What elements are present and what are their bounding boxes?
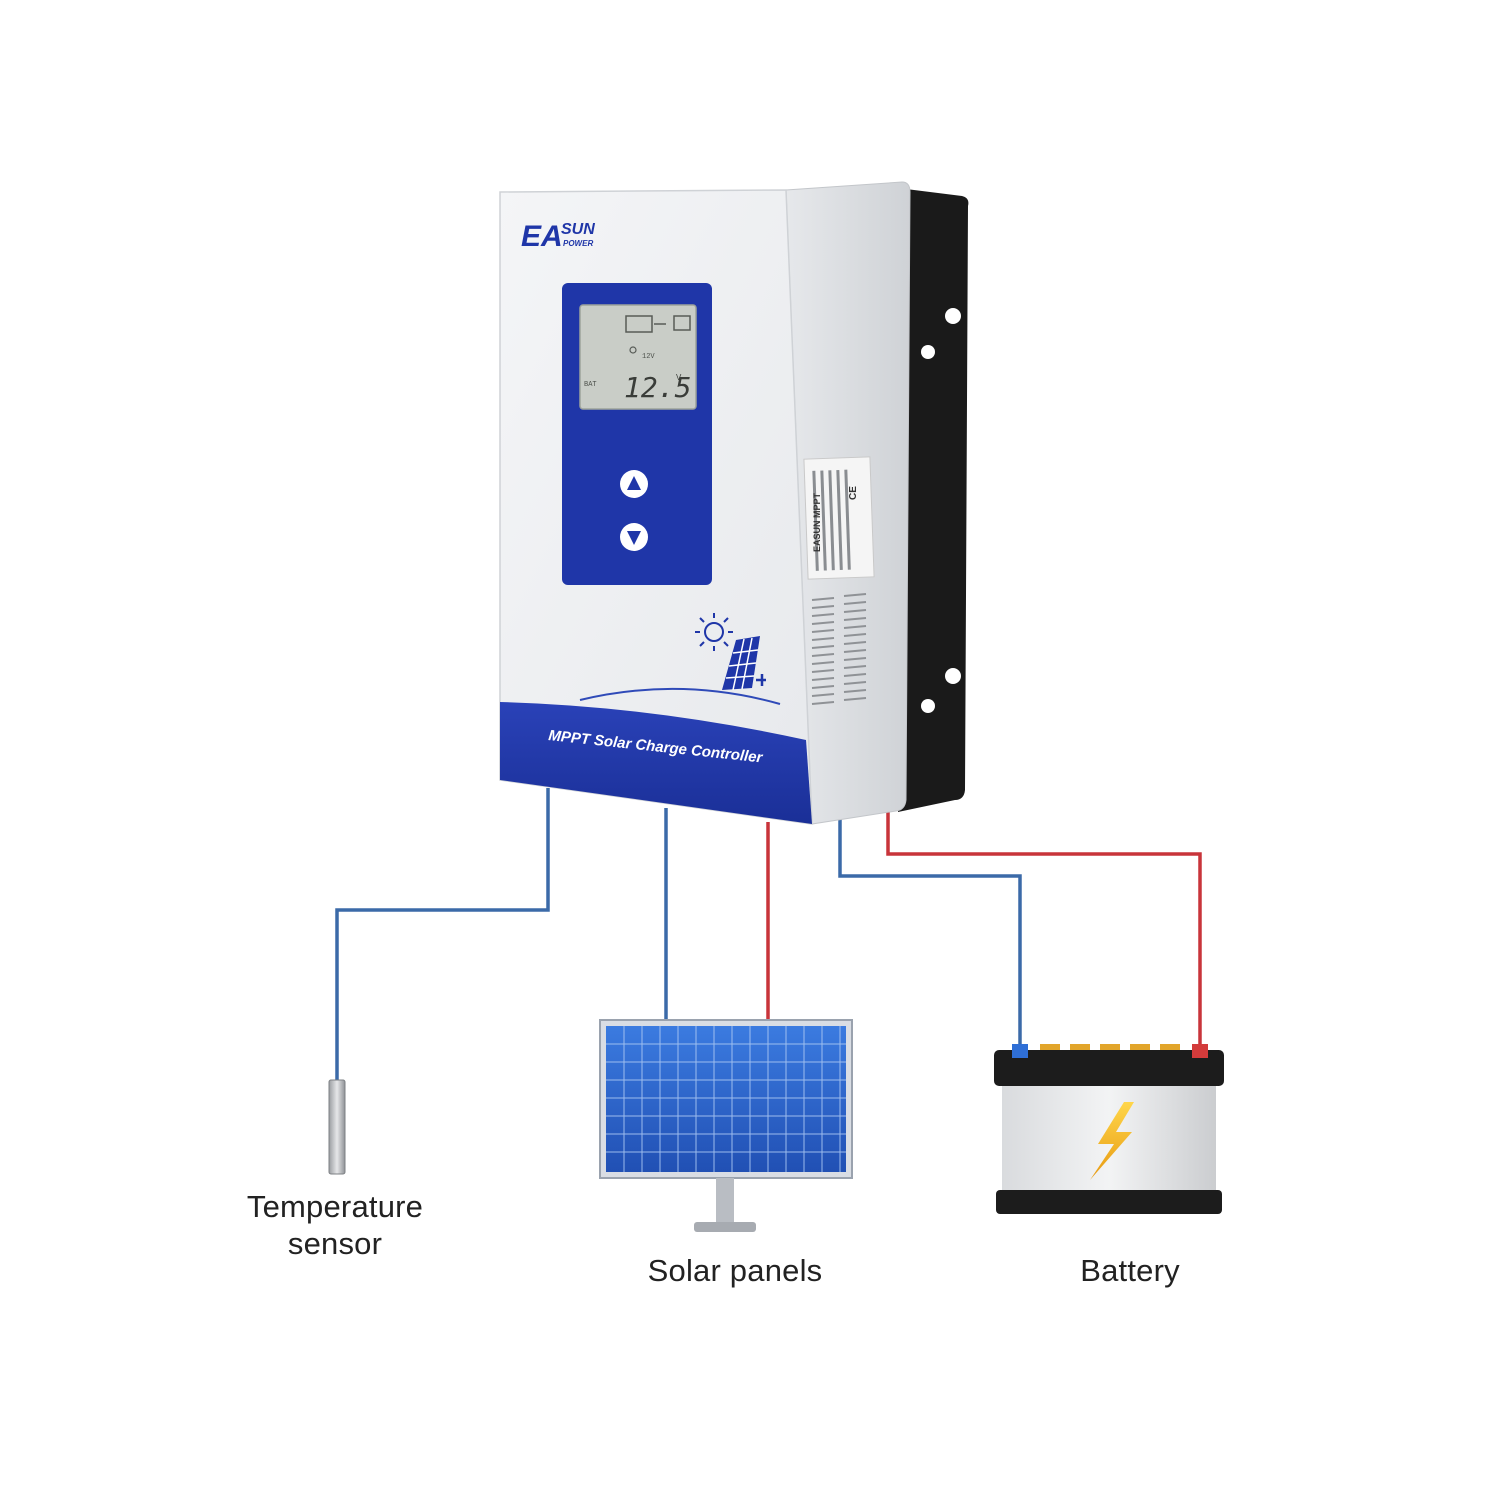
battery-positive-wire xyxy=(886,810,1202,1046)
temperature-sensor-wire xyxy=(335,788,550,1082)
brand-power: POWER xyxy=(563,239,593,248)
mounting-plate xyxy=(898,188,969,812)
brand-logo: EA SUN POWER xyxy=(521,220,595,253)
solar-panel-icon xyxy=(722,636,766,691)
battery-label: Battery xyxy=(1080,1253,1180,1288)
battery-lid xyxy=(994,1050,1224,1086)
solar-panel-cells xyxy=(606,1026,846,1172)
battery xyxy=(994,1044,1224,1214)
battery-negative-terminal xyxy=(1012,1044,1028,1058)
lcd-small-left: BAT xyxy=(584,381,597,389)
side-label-text: EASUN MPPT xyxy=(812,492,822,552)
battery-base xyxy=(996,1190,1222,1214)
solar-panels-label: Solar panels xyxy=(647,1253,823,1288)
down-button[interactable] xyxy=(620,523,648,551)
temperature-sensor xyxy=(328,1079,346,1175)
sun-icon xyxy=(695,613,733,651)
charge-controller: EASUN MPPT CE MPPT Solar Charge Controll… xyxy=(499,181,969,825)
battery-positive-terminal xyxy=(1192,1044,1208,1058)
brand-sun: SUN xyxy=(561,221,595,238)
sensor-probe xyxy=(328,1079,346,1175)
solar-cell-grid xyxy=(606,1026,846,1172)
solar-panel-post xyxy=(716,1178,734,1224)
band-white-arc xyxy=(579,687,781,705)
lcd-screen xyxy=(579,304,697,410)
up-button[interactable] xyxy=(620,470,648,498)
solar-panel xyxy=(599,1019,853,1232)
side-vents xyxy=(811,593,867,705)
up-arrow-icon xyxy=(627,476,641,490)
ce-mark: CE xyxy=(848,486,859,500)
solar-panel-base xyxy=(694,1222,756,1232)
front-blue-band xyxy=(500,702,812,824)
lightning-bolt-icon xyxy=(1090,1102,1134,1180)
battery-negative-wire xyxy=(838,815,1022,1046)
lcd-small-mid: 12V xyxy=(642,353,655,361)
brand-ea: EA xyxy=(521,220,563,253)
temperature-sensor-label: Temperature sensor xyxy=(210,1188,460,1262)
temperature-sensor-label-line2: sensor xyxy=(287,1226,383,1261)
temperature-sensor-label-line1: Temperature xyxy=(246,1189,424,1224)
down-arrow-icon xyxy=(627,531,641,545)
lcd-unit: V xyxy=(676,373,682,382)
lcd-reading: 12.5 xyxy=(624,371,691,404)
wires xyxy=(335,788,1202,1082)
